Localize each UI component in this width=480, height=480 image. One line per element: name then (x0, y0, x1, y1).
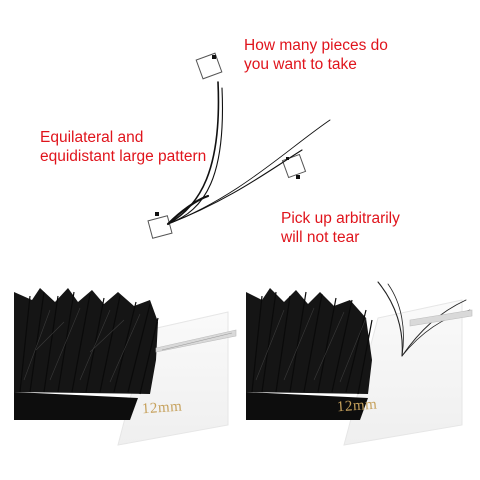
tweezer-left (155, 329, 237, 353)
callout-tear-line-1: Pick up arbitrarily (281, 210, 400, 227)
lash-mass-right (246, 288, 373, 395)
callout-pieces-line-2: you want to take (244, 56, 357, 73)
tweezer-right (409, 309, 473, 327)
callout-tear: Pick up arbitrarily will not tear (281, 209, 400, 247)
callout-pattern-line-1: Equilateral and (40, 129, 144, 146)
callout-pattern-line-2: equidistant large pattern (40, 148, 207, 165)
callout-tear-line-2: will not tear (281, 229, 360, 246)
bracket-box-bottom (147, 212, 173, 239)
size-label-right: 12mm (336, 396, 378, 416)
lash-mass-left (14, 288, 159, 395)
callout-pieces: How many pieces do you want to take (244, 36, 388, 74)
callout-pattern: Equilateral and equidistant large patter… (40, 128, 206, 166)
lash-strands (166, 81, 331, 226)
bracket-box-top (195, 52, 223, 80)
callout-pieces-line-1: How many pieces do (244, 37, 388, 54)
